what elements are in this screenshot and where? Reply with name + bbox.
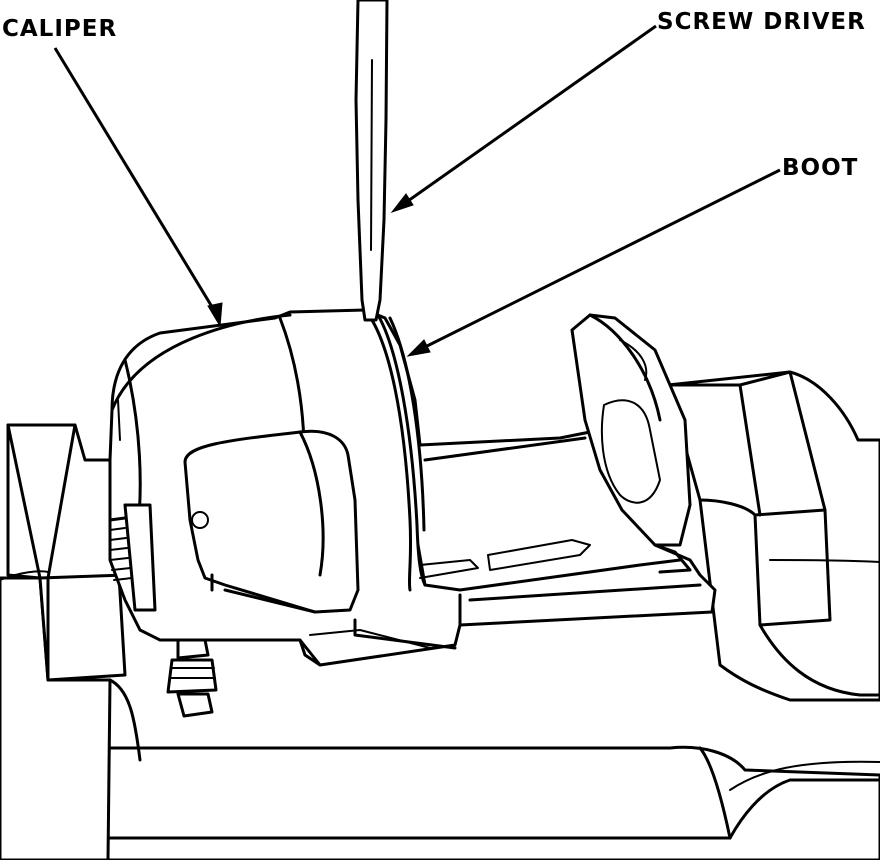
caliper-body	[108, 308, 717, 718]
boot-label: BOOT	[782, 155, 859, 181]
left-vise-jaw	[0, 423, 142, 862]
caliper-label: CALIPER	[2, 16, 118, 42]
caliper-leader	[53, 47, 222, 321]
leader-lines	[53, 24, 781, 357]
screwdriver-label: SCREW DRIVER	[657, 9, 866, 35]
screwdriver	[354, 0, 389, 322]
right-vise-jaw	[666, 370, 880, 702]
vise-base	[18, 745, 880, 862]
screwdriver-leader	[397, 24, 657, 210]
boot-leader	[414, 168, 781, 354]
